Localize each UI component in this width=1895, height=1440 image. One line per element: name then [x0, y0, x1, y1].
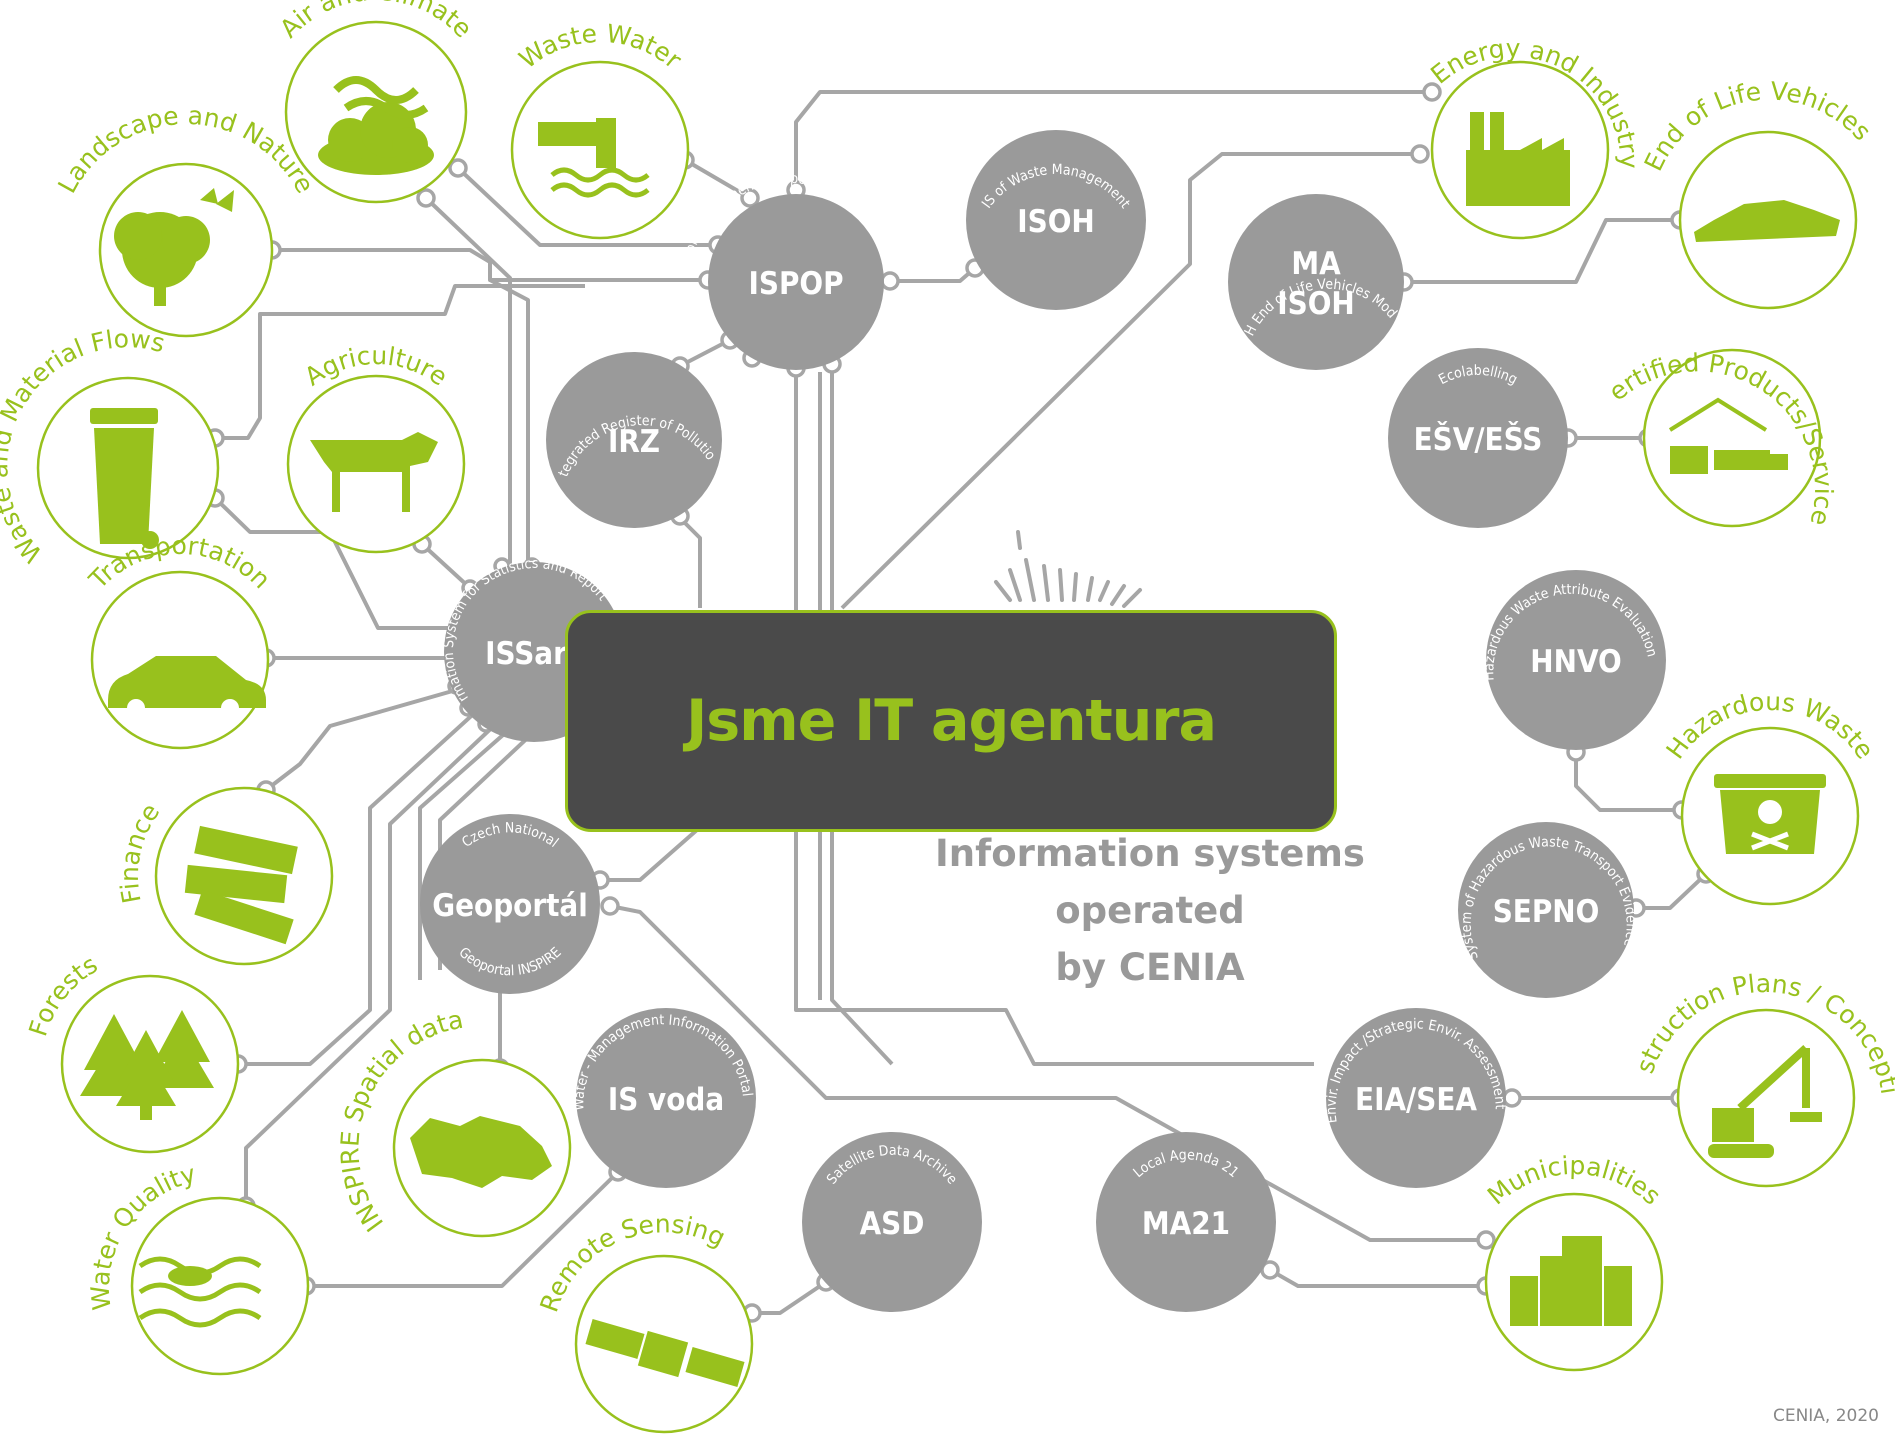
tree-icon [114, 188, 234, 306]
system-ispop[interactable]: IS of Environmental Reporting Obligation… [678, 171, 891, 370]
svg-text:Geoportál: Geoportál [432, 888, 588, 924]
domain-hazardous-waste[interactable]: Hazardous Waste [1660, 687, 1880, 906]
crane-icon [1708, 1045, 1822, 1158]
domain-inspire-spatial-data[interactable]: INSPIRE Spatial data [335, 1005, 572, 1248]
domain-end-of-life-vehicles[interactable]: End of Life Vehicles [1639, 76, 1886, 310]
domain-finance[interactable]: Finance [115, 780, 334, 966]
svg-text:ISOH: ISOH [1017, 204, 1095, 240]
system-sepno[interactable]: System of Hazardous Waste Transport Evid… [1458, 822, 1639, 998]
domain-landscape-and-nature[interactable]: Landscape and Nature [52, 101, 320, 338]
system-isoh[interactable]: IS of Waste Management ISOH [966, 130, 1146, 310]
system-ispop-label: ISPOP [748, 266, 843, 302]
svg-text:EIA/SEA: EIA/SEA [1355, 1082, 1477, 1118]
forest-icon [80, 1010, 214, 1120]
system-hnvo[interactable]: Hazardous Waste Attribute Evaluation HNV… [1481, 570, 1666, 750]
bin-icon [90, 408, 159, 549]
buildings-icon [1510, 1236, 1632, 1326]
wrecked-car-icon [1694, 200, 1840, 242]
car-icon [108, 656, 266, 717]
skull-bin-icon [1714, 774, 1826, 854]
system-ma-isoh-label-2: ISOH [1277, 286, 1355, 322]
system-asd[interactable]: Satellite Data Archive ASD [802, 1132, 982, 1312]
caption-line-2: operated [1055, 889, 1245, 932]
svg-text:HNVO: HNVO [1530, 644, 1621, 680]
truck-icon [1668, 397, 1788, 474]
cow-icon [310, 432, 438, 512]
domain-agriculture[interactable]: Agriculture [276, 341, 476, 554]
system-ma-isoh-label-1: MA [1291, 246, 1341, 282]
map-icon [410, 1116, 552, 1188]
system-geoportal[interactable]: Czech National Geoportal INSPIRE Geoport… [420, 814, 600, 994]
credit-text: CENIA, 2020 [1772, 1406, 1879, 1426]
svg-text:IS voda: IS voda [608, 1082, 724, 1118]
svg-text:ASD: ASD [860, 1206, 925, 1242]
domain-waste-water[interactable]: Waste Water [492, 19, 708, 240]
svg-text:SEPNO: SEPNO [1493, 894, 1600, 930]
caption-line-3: by CENIA [1055, 946, 1245, 989]
system-is-voda[interactable]: Water - Management Information Portal IS… [571, 1008, 756, 1188]
system-esv-ess[interactable]: Ecolabelling EŠV/EŠS [1388, 348, 1568, 528]
satellite-icon [585, 1319, 745, 1387]
domain-water-quality[interactable]: Water Quality [85, 1159, 310, 1376]
svg-text:ISSar: ISSar [485, 636, 567, 672]
svg-text:EŠV/EŠS: EŠV/EŠS [1414, 421, 1543, 458]
domain-air-and-climate[interactable]: Air and Climate [264, 0, 488, 204]
domain-transportation[interactable]: Transportation [74, 531, 286, 750]
system-ma21[interactable]: Local Agenda 21 MA21 [1096, 1132, 1276, 1312]
center-caption: Information systems operated by CENIA [900, 825, 1400, 996]
fish-icon [138, 1256, 262, 1328]
domain-forests[interactable]: Forests [23, 950, 240, 1154]
cloud-icon [318, 76, 434, 175]
pipe-icon [538, 118, 650, 198]
cenia-logo-icon [994, 530, 1142, 608]
domain-energy-and-industry[interactable]: Energy and Industry [1422, 34, 1644, 240]
domain-municipalities[interactable]: Municipalities [1466, 1151, 1682, 1372]
caption-line-1: Information systems [935, 832, 1365, 875]
banner-title: Jsme IT agentura [686, 688, 1217, 754]
svg-text:MA21: MA21 [1142, 1206, 1230, 1242]
title-banner: Jsme IT agentura [565, 610, 1337, 832]
money-icon [184, 825, 298, 945]
svg-text:IRZ: IRZ [608, 424, 660, 460]
factory-icon [1466, 112, 1570, 206]
system-eia-sea[interactable]: Envir. Impact /Strategic Envir. Assessme… [1324, 1008, 1508, 1188]
domain-remote-sensing[interactable]: Remote Sensing [534, 1209, 754, 1434]
